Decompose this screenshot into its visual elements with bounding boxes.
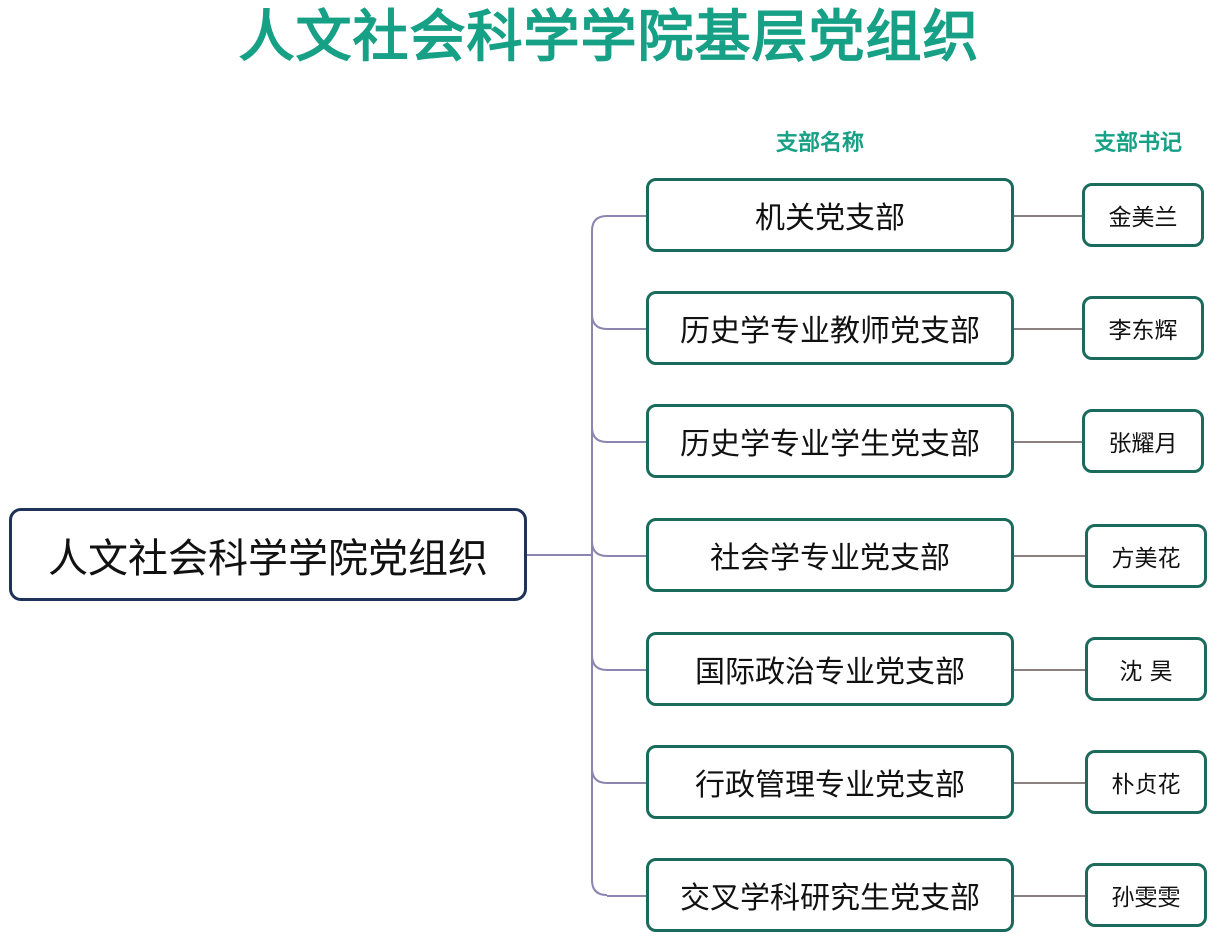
trunk-line: [591, 215, 608, 896]
branch-node-1: 机关党支部: [646, 178, 1014, 252]
branch-connector-3: [591, 426, 646, 443]
secretary-node-3: 张耀月: [1082, 409, 1204, 473]
header-branch-name: 支部名称: [776, 131, 865, 156]
header-branch-secretary: 支部书记: [1094, 131, 1183, 156]
branch-connector-6: [591, 767, 646, 784]
secretary-node-7: 孙雯雯: [1085, 863, 1207, 927]
branch-connector-5: [591, 654, 646, 671]
branch-node-2: 历史学专业教师党支部: [646, 291, 1014, 365]
branch-node-5: 国际政治专业党支部: [646, 632, 1014, 706]
root-node: 人文社会科学学院党组织: [9, 508, 527, 601]
branch-connector-2: [591, 313, 646, 330]
secretary-node-6: 朴贞花: [1085, 750, 1207, 814]
branch-connector-4: [591, 540, 646, 557]
branch-node-4: 社会学专业党支部: [646, 518, 1014, 592]
secretary-node-4: 方美花: [1085, 524, 1207, 588]
secretary-node-5: 沈 昊: [1085, 637, 1207, 701]
secretary-node-2: 李东辉: [1082, 296, 1204, 360]
branch-node-7: 交叉学科研究生党支部: [646, 858, 1014, 932]
secretary-node-1: 金美兰: [1082, 183, 1204, 247]
branch-node-6: 行政管理专业党支部: [646, 745, 1014, 819]
branch-node-3: 历史学专业学生党支部: [646, 404, 1014, 478]
diagram-title: 人文社会科学学院基层党组织: [238, 5, 980, 70]
